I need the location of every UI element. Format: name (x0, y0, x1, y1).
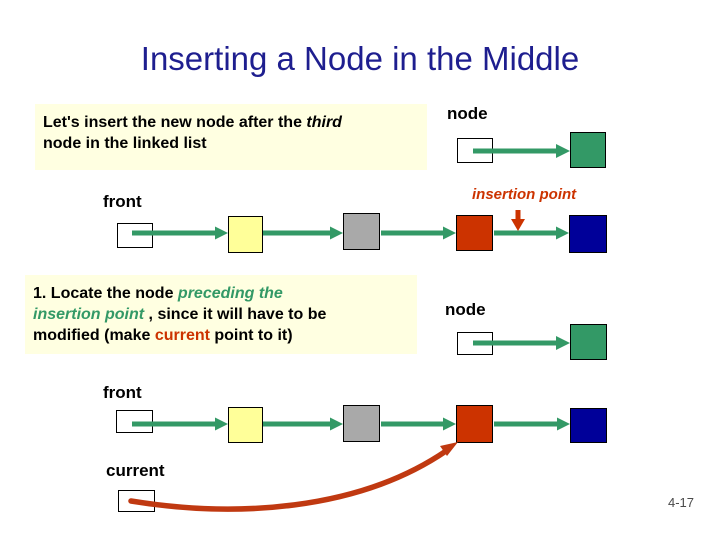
arrow-right-icon-list1-4 (494, 226, 569, 240)
arrow-right-icon-list2-4 (494, 417, 570, 431)
callout2-text-3: modified (make (33, 327, 155, 344)
callout2-text-2: , since it will have to be (144, 306, 327, 323)
arrow-right-icon-list2-2 (263, 417, 343, 431)
callout-insert-new-node: Let's insert the new node after the thir… (35, 104, 427, 170)
current-label: current (106, 461, 165, 480)
callout2-text-green-2: insertion point (33, 306, 145, 323)
callout-locate-node: 1. Locate the node preceding the inserti… (25, 275, 417, 354)
arrow-right-icon-list1-3 (381, 226, 456, 240)
callout1-text-2: node in the linked list (43, 135, 207, 152)
callout2-text-1: 1. Locate the node (33, 285, 178, 302)
node-label-bottom: node (445, 300, 486, 319)
list2-red-node (456, 405, 493, 443)
callout2-text-green-1: preceding the (177, 285, 283, 302)
front-label-bottom: front (103, 383, 142, 402)
callout2-text-current: current (154, 327, 210, 344)
arrow-right-icon-list2-3 (381, 417, 456, 431)
list2-yellow-node (228, 407, 263, 443)
bottom-node-pointer-box (457, 332, 493, 355)
callout2-text-4: point to it) (209, 327, 293, 344)
callout1-text-1: Let's insert the new node after the (43, 114, 307, 131)
front-label-top: front (103, 192, 142, 211)
bottom-new-green-node (570, 324, 607, 360)
list1-yellow-node (228, 216, 263, 253)
list2-blue-node (570, 408, 607, 443)
slide-title: Inserting a Node in the Middle (140, 40, 580, 77)
list2-gray-node (343, 405, 380, 442)
top-node-pointer-box (457, 138, 493, 163)
list1-blue-node (569, 215, 607, 253)
current-pointer-box (118, 490, 155, 512)
insertion-point-label: insertion point (472, 186, 577, 203)
node-label-top: node (447, 104, 488, 123)
arrow-right-icon-list1-2 (263, 226, 343, 240)
list2-front-pointer-box (116, 410, 153, 433)
top-new-green-node (570, 132, 606, 168)
list1-gray-node (343, 213, 380, 250)
callout1-text-third: third (306, 114, 342, 131)
arrow-down-icon-insertion-point (511, 210, 525, 231)
page-number: 4-17 (668, 495, 695, 510)
curved-arrow-icon-current-to-red-node (128, 442, 458, 512)
list1-red-node (456, 215, 493, 251)
list1-front-pointer-box (117, 223, 153, 248)
